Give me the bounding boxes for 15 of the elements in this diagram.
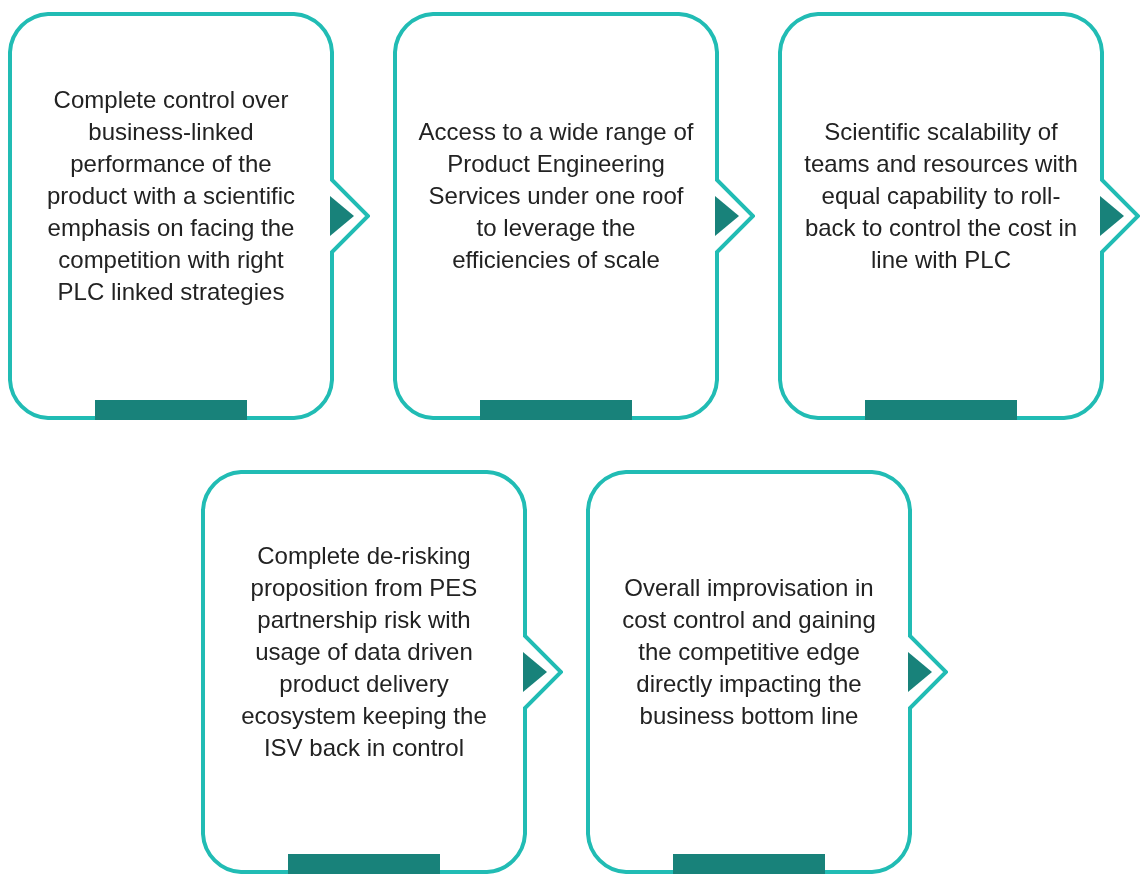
card-text: Complete control over business-linked performance of the product with a scientific emphasis on facing the competition with right PLC linked strategies — [45, 85, 297, 307]
card-text: Scientific scalability of teams and resources with equal capability to roll-back to control the cost in line with PLC — [803, 117, 1079, 275]
process-card — [586, 470, 948, 874]
card-text: Complete de-risking proposition from PES partnership risk with usage of data driven product delivery ecosystem keeping the ISV back in control — [240, 541, 488, 763]
card-text: Overall improvisation in cost control and gaining the competitive edge directly impacting the business bottom line — [621, 573, 877, 731]
arrow — [908, 652, 932, 692]
process-card — [778, 12, 1140, 420]
process-card — [8, 12, 370, 420]
card-text: Access to a wide range of Product Engineering Services under one roof to leverage the efficiencies of scale — [417, 117, 695, 275]
process-card — [201, 470, 563, 874]
arrow — [1100, 196, 1124, 236]
arrow — [715, 196, 739, 236]
process-card — [393, 12, 755, 420]
arrow — [523, 652, 547, 692]
arrow — [330, 196, 354, 236]
